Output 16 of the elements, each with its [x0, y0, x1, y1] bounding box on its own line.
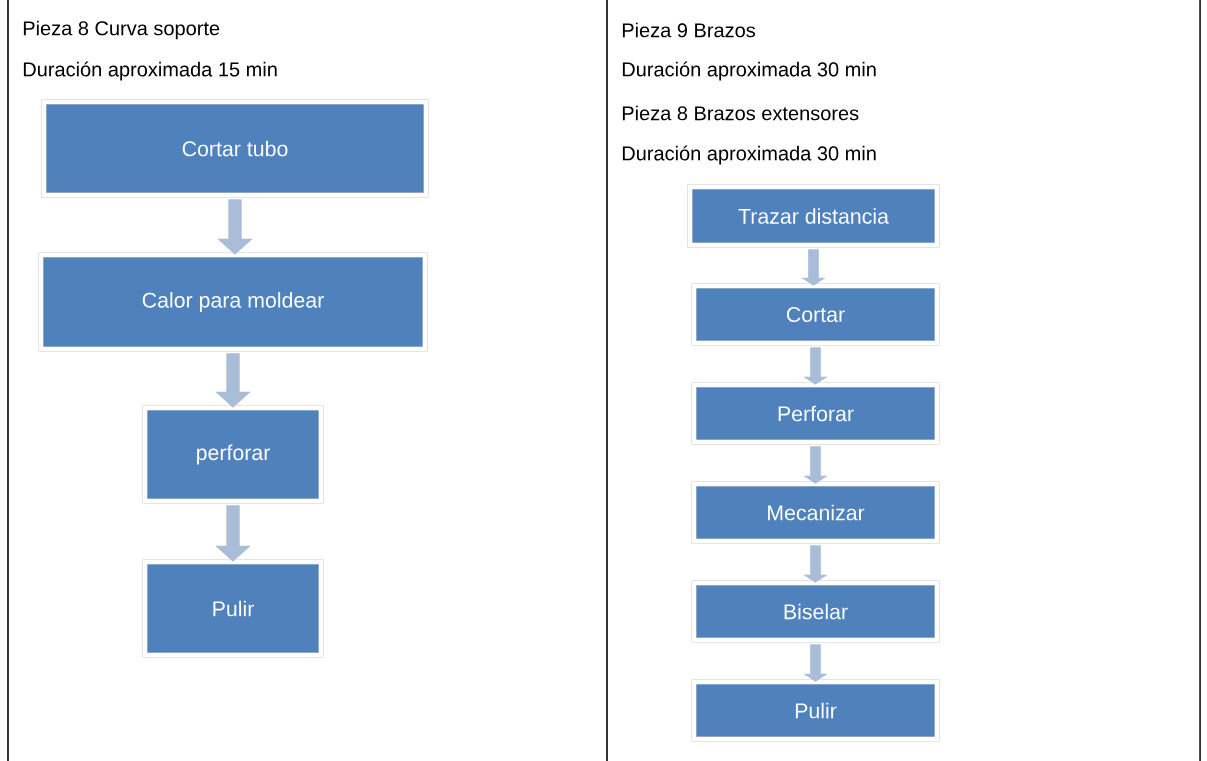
process-box: Cortar: [691, 283, 940, 346]
process-box: Calor para moldear: [38, 252, 428, 352]
process-box: Trazar distancia: [687, 184, 940, 248]
process-box: Perforar: [691, 382, 940, 445]
heading-text: Duración aproximada 30 min: [622, 145, 876, 165]
heading-text: Pieza 8 Curva soporte: [23, 20, 220, 40]
heading-text: Duración aproximada 15 min: [23, 61, 277, 81]
process-box: perforar: [142, 405, 324, 504]
process-box: Cortar tubo: [41, 99, 429, 198]
process-box: Mecanizar: [691, 481, 940, 544]
process-box: Pulir: [691, 679, 940, 742]
heading-text: Pieza 9 Brazos: [622, 22, 755, 38]
process-box: Biselar: [691, 580, 940, 643]
heading-text: Pieza 8 Brazos extensores: [622, 105, 859, 121]
process-box: Pulir: [142, 559, 324, 658]
heading-text: Duración aproximada 30 min: [622, 61, 876, 81]
